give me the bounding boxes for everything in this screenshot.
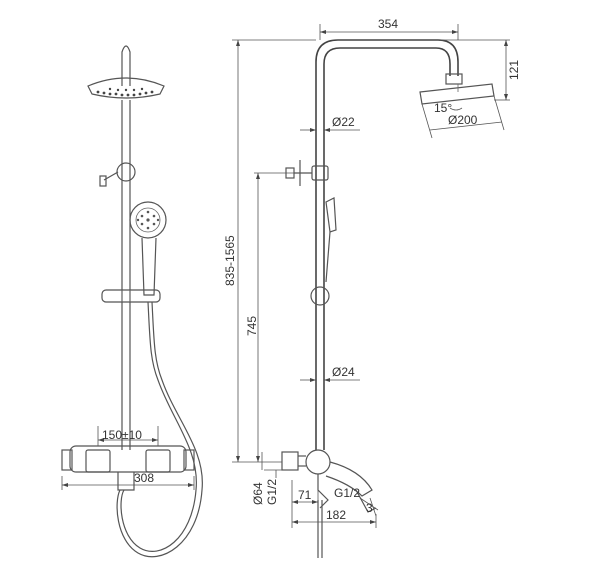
dimension-182: 182 xyxy=(326,508,346,522)
dimension-121: 121 xyxy=(507,60,521,80)
side-slide-knob xyxy=(310,286,330,306)
dimension-150: 150±10 xyxy=(102,428,142,442)
dimension-71: 71 xyxy=(298,488,312,502)
hand-shower xyxy=(129,201,167,296)
side-hand-shower xyxy=(325,197,337,283)
dimension-354: 354 xyxy=(378,17,398,31)
side-shower-head xyxy=(419,83,495,105)
dimension-835-1565: 835-1565 xyxy=(223,235,237,286)
side-mixer xyxy=(281,449,377,513)
overhead-shower-head xyxy=(87,77,165,99)
diameter-24: Ø24 xyxy=(332,365,355,379)
diameter-64: Ø64 xyxy=(251,482,265,505)
thermostatic-mixer xyxy=(61,445,195,491)
diverter-knob xyxy=(99,162,136,187)
svg-text:3: 3 xyxy=(366,501,373,515)
diameter-200: Ø200 xyxy=(448,113,478,127)
angle-15: 15° xyxy=(434,101,452,115)
slide-holder xyxy=(101,289,161,303)
thread-g12-left: G1/2 xyxy=(265,479,279,505)
dimension-308: 308 xyxy=(134,471,154,485)
diameter-22: Ø22 xyxy=(332,115,355,129)
dimension-745: 745 xyxy=(245,316,259,336)
front-view: 150±10 308 xyxy=(61,45,203,558)
thread-g12-right: G1/2 xyxy=(334,486,360,500)
side-view: 354 121 15° Ø200 Ø22 xyxy=(223,17,521,558)
